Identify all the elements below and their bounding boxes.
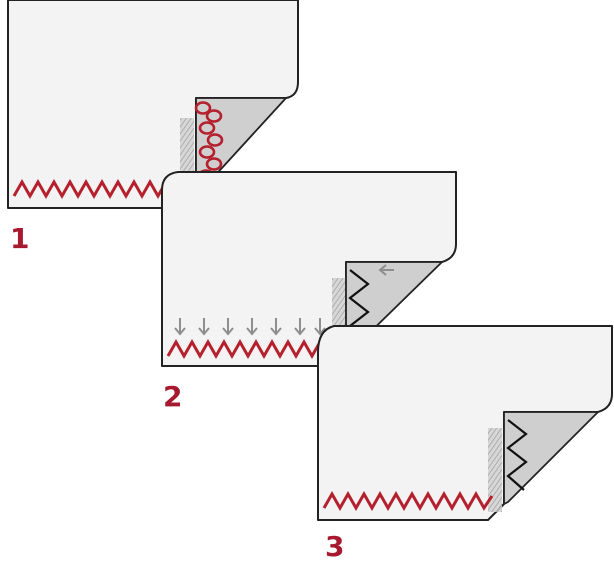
step-3-folded-corner — [503, 411, 599, 505]
step-2-down-arrows — [222, 318, 234, 336]
step-2-down-arrows — [174, 318, 186, 336]
step-1-zigzag-stitch — [12, 178, 182, 200]
step-2-down-arrows — [314, 318, 326, 336]
step-3-black-zigzag — [506, 419, 528, 491]
step-3-illustration — [317, 325, 613, 521]
step-2-zigzag-stitch — [166, 338, 338, 360]
step-2-down-arrows — [270, 318, 282, 336]
step-3-zigzag-stitch — [322, 490, 494, 512]
step-2-number: 2 — [163, 380, 183, 413]
step-3-fold-shadow — [488, 428, 502, 512]
step-2-down-arrows — [246, 318, 258, 336]
step-2-fold-arrow — [378, 264, 394, 276]
step-2-down-arrows — [294, 318, 306, 336]
step-2-down-arrows — [198, 318, 210, 336]
step-1-number: 1 — [10, 222, 30, 255]
step-3-number: 3 — [325, 530, 345, 563]
step-1-illustration — [7, 0, 299, 209]
